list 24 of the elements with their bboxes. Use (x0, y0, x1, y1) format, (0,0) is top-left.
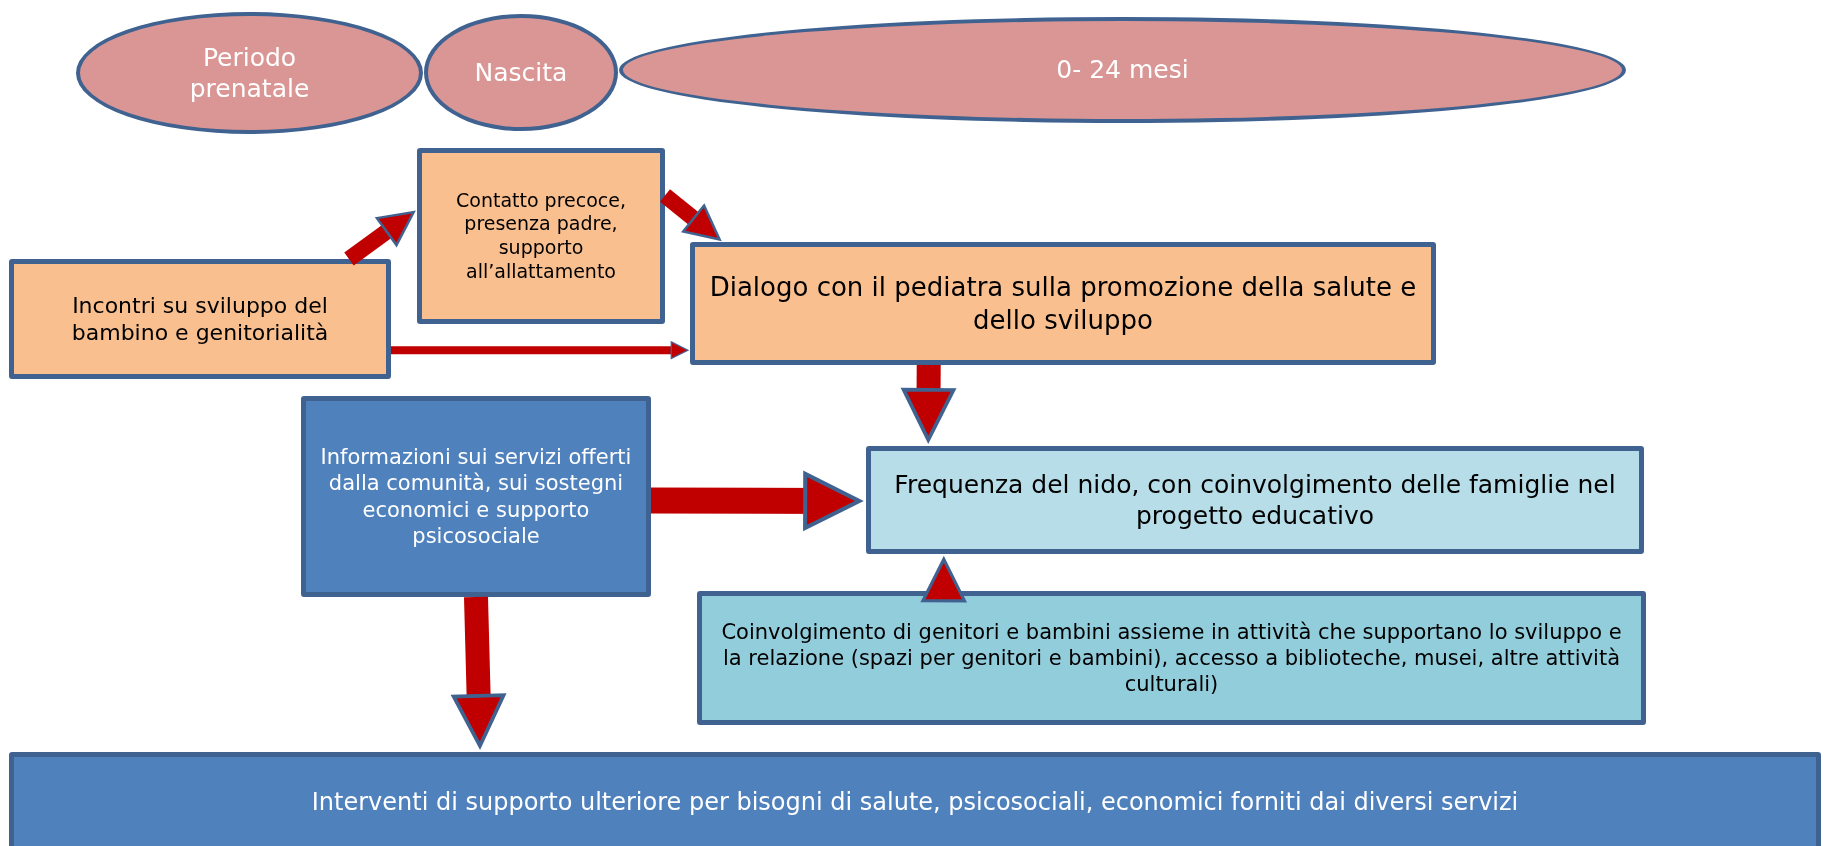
process-box (697, 591, 1646, 725)
process-box (9, 259, 391, 379)
node-text: Nascita (474, 56, 568, 89)
block-arrow (650, 471, 862, 530)
process-box (690, 242, 1436, 365)
block-arrow (391, 341, 689, 360)
block-arrow (344, 210, 415, 266)
node-text: Interventi di supporto ulteriore per bisogni di salute, psicosociali, economici forniti dai diversi servizi (311, 787, 1519, 817)
block-arrow (901, 364, 956, 442)
node-text: 0- 24 mesi (1056, 54, 1189, 86)
node-text: Informazioni sui servizi offerti dalla comunità, sui sostegni economici e supporto psicosociale (319, 444, 633, 549)
process-box (417, 148, 665, 324)
node-text: Dialogo con il pediatra sulla promozione della salute e dello sviluppo (708, 271, 1418, 336)
process-box (301, 396, 651, 597)
block-arrow (921, 557, 967, 603)
process-box (9, 752, 1821, 846)
node-text: Periodo prenatale (188, 41, 311, 105)
block-arrow (451, 596, 506, 748)
node-text: Coinvolgimento di genitori e bambini assieme in attività che supportano lo sviluppo e la relazione (spazi per genitori e bambini), accesso a biblioteche, musei, altre attività culturali) (720, 618, 1623, 698)
block-arrow (660, 189, 721, 241)
node-text: Incontri su sviluppo del bambino e genitorialità (70, 291, 330, 347)
process-box (866, 446, 1644, 554)
node-text: Frequenza del nido, con coinvolgimento delle famiglie nel progetto educativo (893, 468, 1617, 532)
node-text: Contatto precoce, presenza padre, supporto all’allattamento (455, 188, 627, 284)
